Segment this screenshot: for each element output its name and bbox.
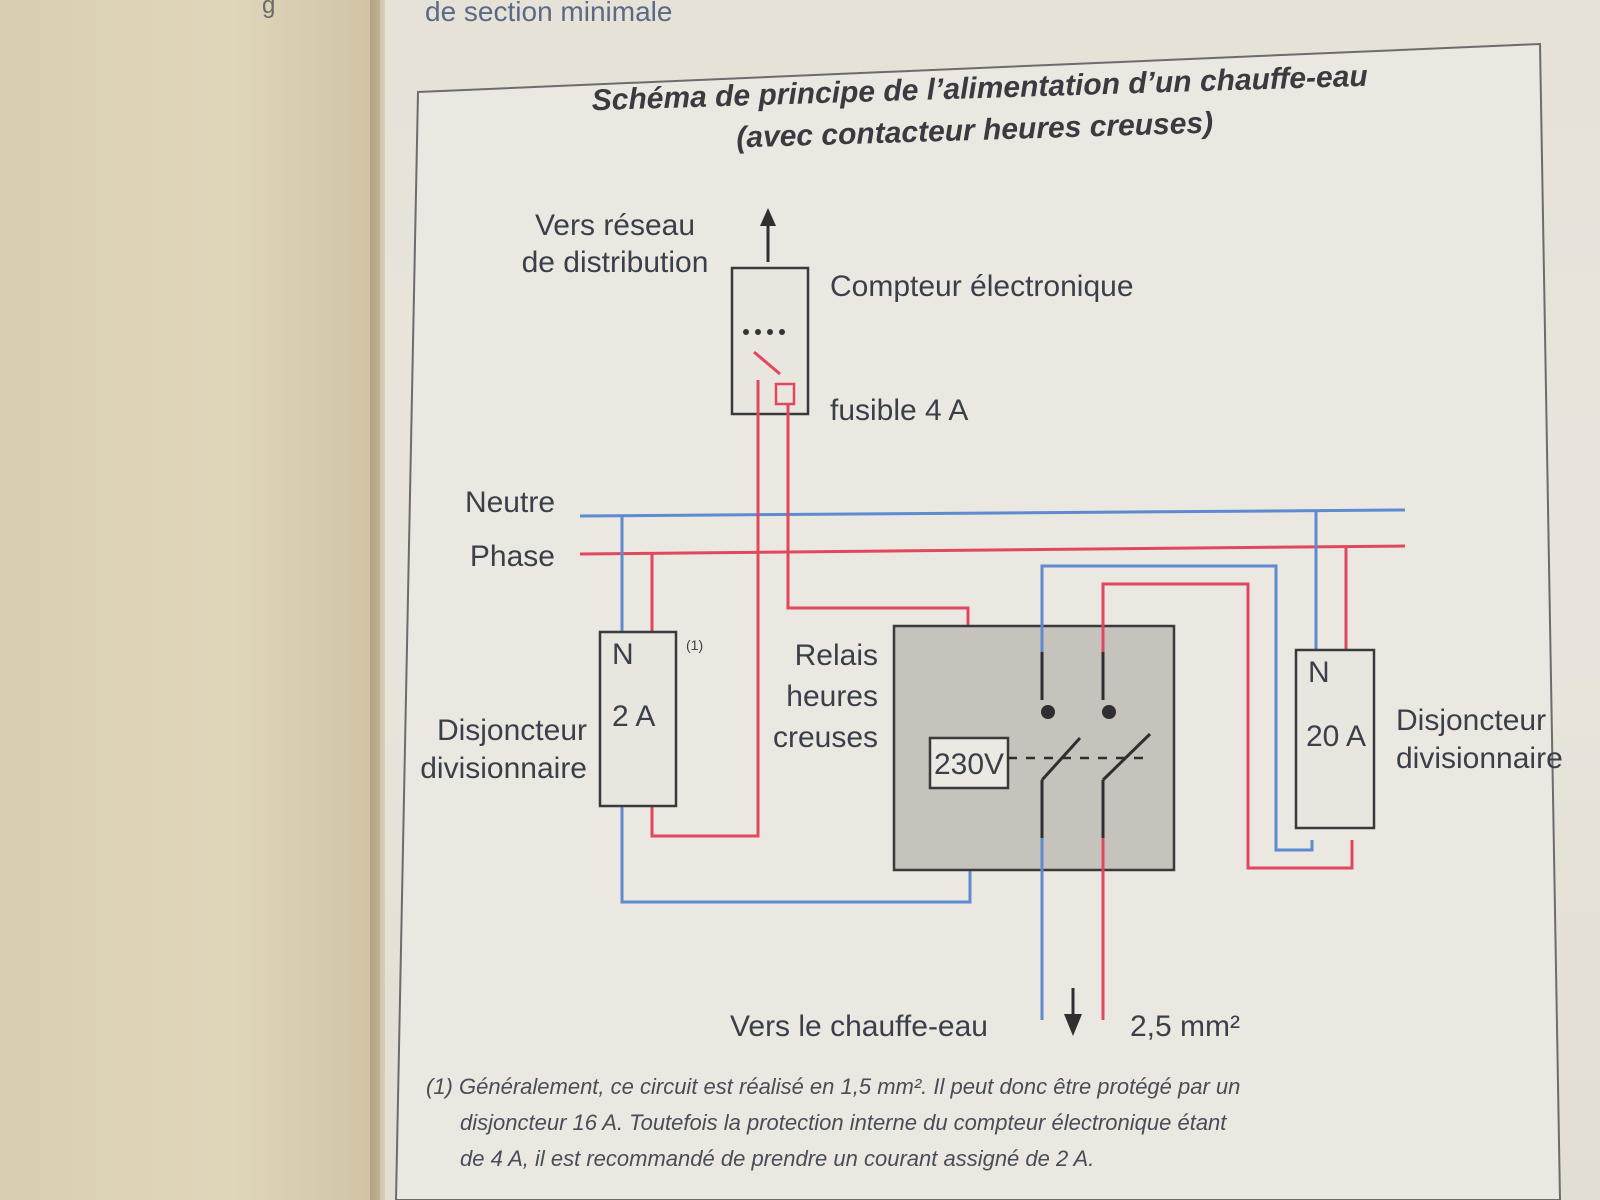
diagram-frame: [394, 42, 1562, 1200]
right-breaker-label-1: Disjoncteur: [1396, 704, 1546, 737]
relay-label-3: creuses: [773, 721, 878, 754]
phase-label: Phase: [470, 540, 555, 573]
left-breaker: [598, 630, 678, 808]
arrow-down-icon: [1064, 988, 1082, 1036]
footnote-line-3: de 4 A, il est recommandé de prendre un …: [460, 1146, 1094, 1171]
network-label-2: de distribution: [522, 246, 709, 279]
electronic-meter: [730, 266, 810, 416]
top-text: de section minimale: [425, 0, 673, 27]
relay-contact-left: [1040, 652, 1082, 838]
relay-contact-right: [1101, 652, 1152, 838]
left-breaker-note: (1): [686, 637, 703, 653]
fuse-label: fusible 4 A: [830, 394, 968, 427]
heater-label: Vers le chauffe-eau: [730, 1010, 988, 1043]
left-breaker-rating: 2 A: [612, 700, 655, 733]
meter-label: Compteur électronique: [830, 270, 1134, 303]
relay-label-1: Relais: [795, 639, 878, 672]
neutral-label: Neutre: [465, 486, 555, 519]
right-breaker-n: N: [1308, 656, 1330, 689]
left-breaker-out-to-meter: [650, 380, 760, 838]
left-breaker-label-2: divisionnaire: [420, 752, 587, 785]
neutral-bus: [579, 508, 1406, 518]
relay-coil-label: 230V: [934, 748, 1004, 781]
phase-bus: [579, 544, 1406, 556]
meter-switch: [753, 350, 781, 376]
network-label-1: Vers réseau: [535, 209, 695, 242]
left-breaker-label-1: Disjoncteur: [437, 714, 587, 747]
left-page: [0, 0, 380, 1200]
relay-neutral-feed: [1040, 564, 1314, 852]
fuse-icon: [774, 382, 796, 406]
right-breaker-label-2: divisionnaire: [1396, 742, 1563, 775]
footnote-line-2: disjoncteur 16 A. Toutefois la protectio…: [460, 1110, 1227, 1135]
right-breaker-rating: 20 A: [1306, 720, 1366, 753]
relay-phase-feed: [1101, 582, 1354, 870]
arrow-up-icon: [760, 208, 776, 262]
left-breaker-n: N: [612, 638, 634, 671]
relay-coil: [928, 736, 1010, 790]
relay-label-2: heures: [786, 680, 878, 713]
meter-display-dots: [743, 329, 785, 335]
footnote-line-1: (1) Généralement, ce circuit est réalisé…: [426, 1074, 1240, 1099]
top-left-text: g: [262, 0, 276, 19]
right-breaker: [1294, 648, 1376, 830]
cable-section-label: 2,5 mm²: [1130, 1010, 1240, 1043]
